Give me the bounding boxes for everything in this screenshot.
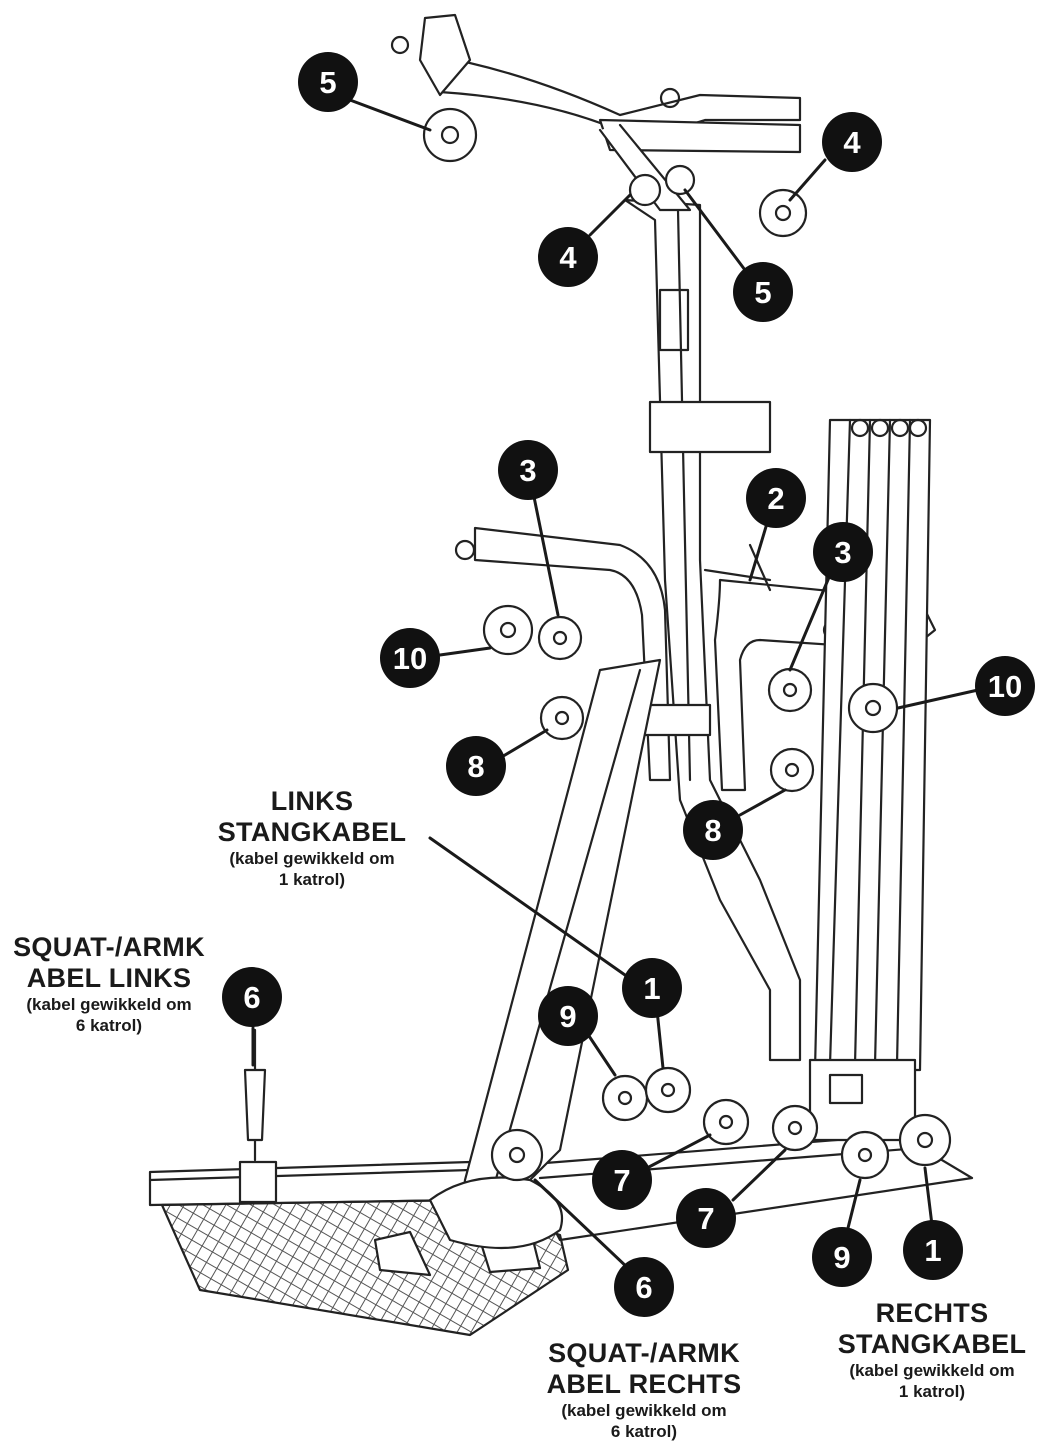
badge-1-bottom: 1 [903, 1220, 963, 1280]
svg-text:1: 1 [643, 971, 660, 1006]
svg-text:7: 7 [697, 1201, 714, 1236]
badge-4-top-right: 4 [822, 112, 882, 172]
badge-5-mid-right: 5 [733, 262, 793, 322]
badge-9-left: 9 [538, 986, 598, 1046]
svg-text:2: 2 [767, 481, 784, 516]
label-title: SQUAT-/ARMK [548, 1338, 740, 1368]
badge-5-top-left: 5 [298, 52, 358, 112]
label-subtitle: (kabel gewikkeld om [849, 1361, 1015, 1380]
label-squat-links: SQUAT-/ARMK ABEL LINKS (kabel gewikkeld … [4, 932, 214, 1036]
squat-handle-left [238, 1028, 278, 1204]
label-subtitle: (kabel gewikkeld om [26, 995, 192, 1014]
badge-6-bottom: 6 [614, 1257, 674, 1317]
label-title: STANGKABEL [837, 1329, 1027, 1359]
svg-text:6: 6 [243, 980, 260, 1015]
label-title: ABEL RECHTS [546, 1369, 742, 1399]
svg-text:7: 7 [613, 1163, 630, 1198]
svg-text:10: 10 [393, 641, 427, 676]
svg-text:8: 8 [704, 813, 721, 848]
badge-7-left: 7 [592, 1150, 652, 1210]
svg-text:4: 4 [843, 125, 861, 160]
leader-lines [251, 98, 980, 1272]
svg-text:9: 9 [559, 999, 576, 1034]
label-title: ABEL LINKS [26, 963, 192, 993]
label-rechts-stangkabel: RECHTS STANGKABEL (kabel gewikkeld om 1 … [826, 1298, 1038, 1402]
label-subtitle: 6 katrol) [75, 1016, 143, 1035]
pulleys [422, 107, 952, 1182]
badge-2: 2 [746, 468, 806, 528]
badge-3-left: 3 [498, 440, 558, 500]
label-title: STANGKABEL [217, 817, 407, 847]
badge-8-right: 8 [683, 800, 743, 860]
label-title: LINKS [270, 786, 354, 816]
label-links-stangkabel: LINKS STANGKABEL (kabel gewikkeld om 1 k… [212, 786, 412, 890]
badge-10-right: 10 [975, 656, 1035, 716]
svg-text:8: 8 [467, 749, 484, 784]
badge-10-left: 10 [380, 628, 440, 688]
badge-9-bottom: 9 [812, 1227, 872, 1287]
svg-text:10: 10 [988, 669, 1022, 704]
svg-text:4: 4 [559, 240, 577, 275]
svg-text:6: 6 [635, 1270, 652, 1305]
main-column [623, 198, 802, 1062]
badge-6-left: 6 [222, 967, 282, 1027]
label-subtitle: (kabel gewikkeld om [229, 849, 395, 868]
top-arm [390, 13, 802, 212]
label-subtitle: 1 katrol) [278, 870, 346, 889]
svg-text:5: 5 [319, 65, 336, 100]
badges: 5 4 4 5 3 2 3 10 10 8 8 1 9 6 7 7 6 9 1 [222, 52, 1035, 1317]
svg-text:3: 3 [834, 535, 851, 570]
badge-8-left: 8 [446, 736, 506, 796]
svg-text:1: 1 [924, 1233, 941, 1268]
svg-text:9: 9 [833, 1240, 850, 1275]
svg-text:5: 5 [754, 275, 771, 310]
badge-4-mid-left: 4 [538, 227, 598, 287]
weight-rods [808, 418, 932, 1142]
label-squat-rechts: SQUAT-/ARMK ABEL RECHTS (kabel gewikkeld… [530, 1338, 758, 1442]
badge-7-right: 7 [676, 1188, 736, 1248]
label-subtitle: 1 katrol) [898, 1382, 966, 1401]
label-title: SQUAT-/ARMK [13, 932, 205, 962]
svg-text:3: 3 [519, 453, 536, 488]
label-subtitle: 6 katrol) [610, 1422, 678, 1441]
badge-3-right: 3 [813, 522, 873, 582]
bench-column [428, 658, 662, 1250]
badge-1-upper: 1 [622, 958, 682, 1018]
label-subtitle: (kabel gewikkeld om [561, 1401, 727, 1420]
label-title: RECHTS [875, 1298, 989, 1328]
